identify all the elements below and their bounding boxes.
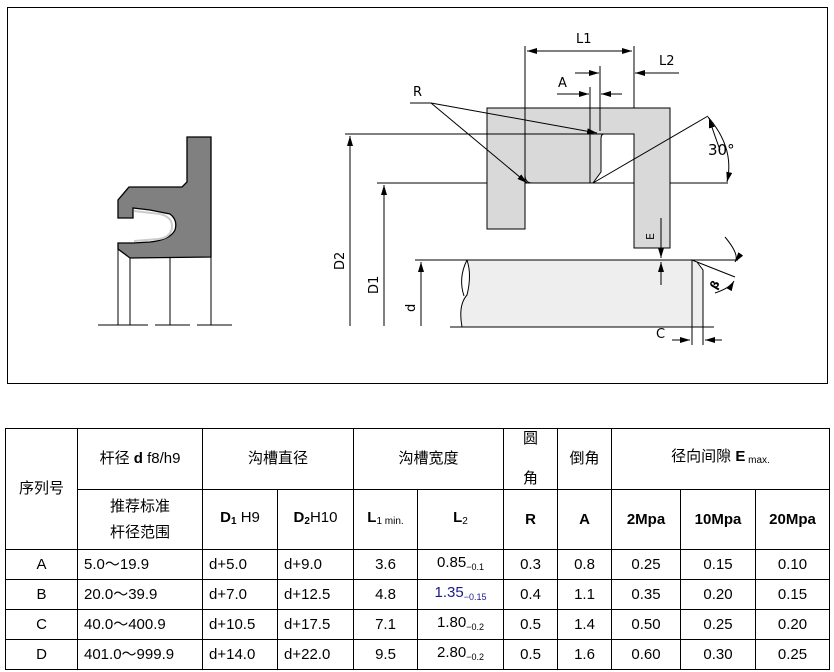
groove-housing: [486, 107, 671, 249]
header-row-2: 推荐标准杆径范围 D1 H9 D2H10 L1 min. L2 R A 2Mpa…: [6, 489, 830, 550]
header-d1: D1 H9: [202, 489, 278, 550]
header-10mpa: 10Mpa: [680, 489, 756, 550]
cell-seq: A: [5, 549, 78, 580]
cell-d2: d+9.0: [277, 549, 354, 580]
cell-e10: 0.25: [680, 609, 756, 640]
cell-a: 1.1: [557, 579, 612, 610]
cell-l1: 9.5: [353, 639, 418, 670]
dimension-lines: [345, 46, 744, 345]
rod: [450, 259, 715, 328]
cell-e10: 0.30: [680, 639, 756, 670]
cell-range: 5.0～19.9: [77, 549, 203, 580]
cell-seq: B: [5, 579, 78, 610]
label-D1: D1: [367, 276, 382, 294]
cell-r: 0.5: [503, 639, 558, 670]
cell-l1: 3.6: [353, 549, 418, 580]
cell-range: 40.0～400.9: [77, 609, 203, 640]
cell-r: 0.5: [503, 609, 558, 640]
label-beta: β: [707, 278, 722, 291]
cell-d2: d+12.5: [277, 579, 354, 610]
cell-d1: d+5.0: [202, 549, 278, 580]
cell-d1: d+7.0: [202, 579, 278, 610]
label-C: C: [656, 327, 665, 342]
cell-e20: 0.15: [755, 579, 830, 610]
cell-l1: 7.1: [353, 609, 418, 640]
cell-d1: d+10.5: [202, 609, 278, 640]
header-l2: L2: [417, 489, 504, 550]
cell-a: 0.8: [557, 549, 612, 580]
cell-e20: 0.20: [755, 609, 830, 640]
header-groove-diameter: 沟槽直径: [202, 428, 354, 490]
header-seq: 序列号: [5, 428, 78, 550]
cell-range: 20.0～39.9: [77, 579, 203, 610]
label-d: d: [404, 304, 419, 312]
header-rod: 杆径 d f8/h9: [77, 428, 203, 490]
header-clearance: 径向间隙 E max.: [611, 428, 830, 490]
label-L1: L1: [576, 32, 592, 47]
cell-seq: C: [5, 609, 78, 640]
cell-e20: 0.10: [755, 549, 830, 580]
cell-a: 1.6: [557, 639, 612, 670]
cell-l2: 2.80−0.2: [417, 639, 504, 670]
cell-range: 401.0～999.9: [77, 639, 203, 670]
cell-e10: 0.20: [680, 579, 756, 610]
header-groove-width: 沟槽宽度: [353, 428, 504, 490]
groove-dimension-table: 序列号 杆径 d f8/h9 沟槽直径 沟槽宽度 圆角 倒角 径向间隙 E ma…: [5, 428, 830, 670]
cell-d2: d+22.0: [277, 639, 354, 670]
cell-r: 0.4: [503, 579, 558, 610]
cell-l2: 0.85−0.1: [417, 549, 504, 580]
header-2mpa: 2Mpa: [611, 489, 681, 550]
label-angle: 30°: [708, 141, 735, 159]
cell-d1: d+14.0: [202, 639, 278, 670]
header-a: A: [557, 489, 612, 550]
seal-profile: [98, 136, 232, 326]
header-recommended-range: 推荐标准杆径范围: [77, 489, 203, 550]
header-row-1: 序列号 杆径 d f8/h9 沟槽直径 沟槽宽度 圆角 倒角 径向间隙 E ma…: [5, 428, 830, 550]
groove-diagram: L1 L2 A R 30° C D2 D1 d E β: [98, 32, 744, 345]
cell-e2: 0.50: [611, 609, 681, 640]
cell-e10: 0.15: [680, 549, 756, 580]
header-l1: L1 min.: [353, 489, 418, 550]
drawing-frame: [7, 7, 828, 384]
label-E: E: [644, 233, 657, 240]
header-chamfer: 倒角: [557, 428, 612, 490]
cell-d2: d+17.5: [277, 609, 354, 640]
header-round: 圆角: [503, 428, 558, 490]
cell-l1: 4.8: [353, 579, 418, 610]
label-D2: D2: [333, 252, 348, 270]
cell-e2: 0.25: [611, 549, 681, 580]
label-A: A: [558, 76, 567, 91]
cell-e2: 0.35: [611, 579, 681, 610]
cell-e2: 0.60: [611, 639, 681, 670]
header-d2: D2H10: [277, 489, 354, 550]
cell-r: 0.3: [503, 549, 558, 580]
cell-a: 1.4: [557, 609, 612, 640]
header-r: R: [503, 489, 558, 550]
header-20mpa: 20Mpa: [755, 489, 830, 550]
cell-e20: 0.25: [755, 639, 830, 670]
label-R: R: [413, 85, 422, 100]
cell-l2: 1.35−0.15: [417, 579, 504, 610]
cell-seq: D: [5, 639, 78, 670]
cell-l2: 1.80−0.2: [417, 609, 504, 640]
label-L2: L2: [659, 54, 675, 69]
